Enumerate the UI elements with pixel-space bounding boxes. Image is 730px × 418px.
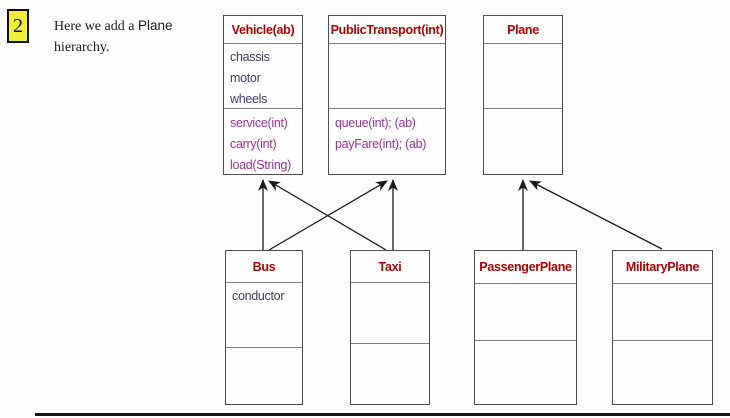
class-methods: queue(int); (ab) payFare(int); (ab) [329,109,445,174]
slide-bottom-border [35,413,730,416]
class-box-militaryplane: MilitaryPlane [612,250,713,405]
attribute: chassis [230,50,270,64]
method: load(String) [230,158,292,172]
class-box-publictransport: PublicTransport(int) queue(int); (ab) pa… [328,15,446,175]
class-attributes [351,283,429,344]
class-attributes [329,44,445,109]
attribute: motor [230,71,261,85]
caption-line-1: Here we add a Plane [54,15,194,37]
class-box-taxi: Taxi [350,250,430,405]
class-attributes [613,284,712,341]
class-attributes [475,284,576,341]
method: carry(int) [230,137,277,151]
arrow-bus-to-publictransport [268,180,388,251]
attribute: wheels [230,92,268,106]
caption-text: Here we add a [54,19,138,34]
class-box-plane: Plane [483,15,563,175]
method: queue(int); (ab) [335,116,416,130]
arrow-taxi-to-vehicle [268,180,387,251]
class-title: MilitaryPlane [613,251,712,284]
caption-keyword: Plane [137,18,173,33]
class-title: PublicTransport(int) [329,16,445,44]
class-attributes [484,44,562,109]
class-box-bus: Bus conductor [225,250,303,405]
class-methods [475,341,576,404]
class-methods [226,348,302,404]
step-number: 2 [13,14,23,37]
class-title: Bus [226,251,302,283]
method: payFare(int); (ab) [335,137,427,151]
class-box-passengerplane: PassengerPlane [474,250,577,405]
class-title: Taxi [351,251,429,283]
class-methods [613,341,712,404]
arrow-militaryplane-to-plane [529,180,663,250]
caption: Here we add a Plane hierarchy. [54,15,194,58]
step-number-box: 2 [7,9,29,43]
method: service(int) [230,116,288,130]
class-title: PassengerPlane [475,251,576,284]
class-title: Plane [484,16,562,44]
class-methods: service(int) carry(int) load(String) [224,109,302,174]
class-title: Vehicle(ab) [224,16,302,44]
caption-line-2: hierarchy. [54,40,110,55]
class-methods [484,109,562,174]
class-box-vehicle: Vehicle(ab) chassis motor wheels service… [223,15,303,175]
class-attributes: conductor [226,283,302,348]
class-attributes: chassis motor wheels [224,44,302,109]
attribute: conductor [232,289,285,303]
class-methods [351,344,429,404]
